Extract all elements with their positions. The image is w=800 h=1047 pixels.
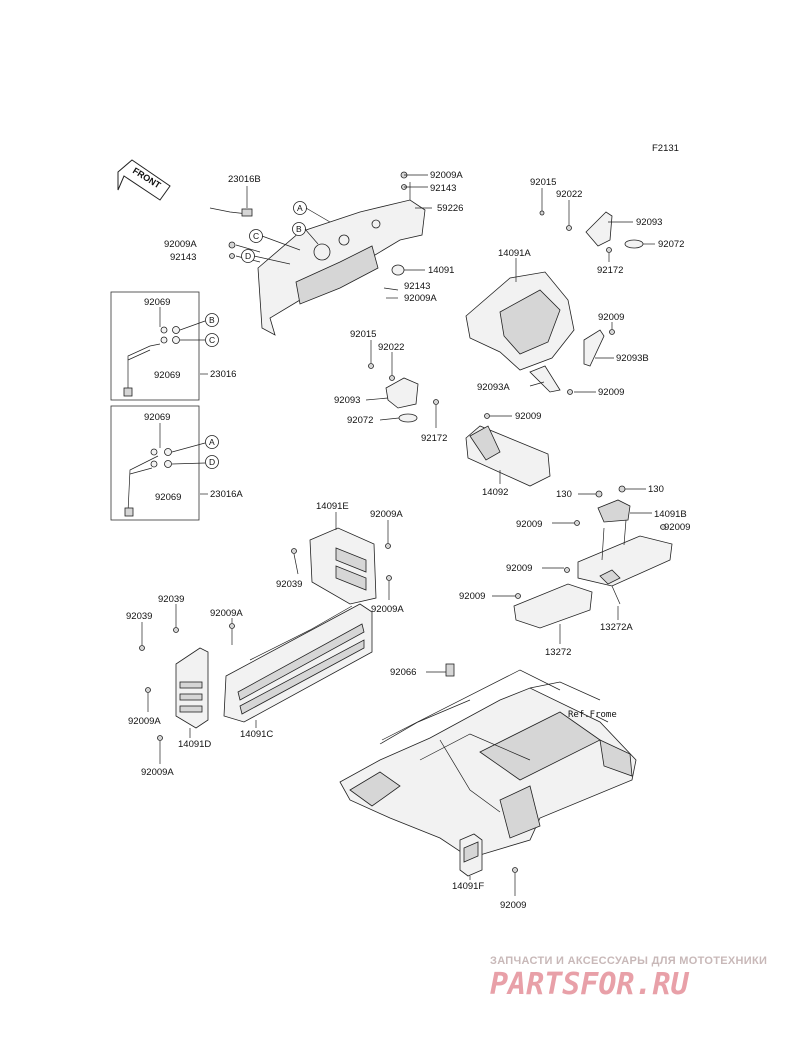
label-92022: 92022 [378,342,404,353]
label-92009a: 92009A [164,239,197,250]
label-92172: 92172 [421,433,447,444]
label-92072: 92072 [658,239,684,250]
label-92093: 92093 [334,395,360,406]
label-130: 130 [648,484,664,495]
marker-a-dash: A [293,201,331,223]
label-92039: 92039 [276,579,302,590]
dash-panel-59226 [257,182,432,336]
label-92009a: 92009A [210,608,243,619]
plate-13272a [577,519,673,605]
svg-text:A: A [297,203,303,213]
label-92093b: 92093B [616,353,649,364]
cap-14091 [391,264,405,276]
label-92009: 92009 [664,522,690,533]
label-23016b: 23016B [228,174,261,185]
cover-14091a [465,258,615,395]
label-92009: 92009 [598,387,624,398]
svg-text:D: D [209,457,215,467]
label-130: 130 [556,489,572,500]
label-59226: 59226 [437,203,463,214]
label-92009a: 92009A [371,604,404,615]
label-92093: 92093 [636,217,662,228]
label-92143: 92143 [170,252,196,263]
svg-text:B: B [209,315,215,325]
label-92039: 92039 [126,611,152,622]
label-92066: 92066 [390,667,416,678]
bracket-92093-center [365,340,439,428]
marker-a-inset: A [171,435,219,453]
label-92069: 92069 [154,370,180,381]
label-13272a: 13272A [600,622,633,633]
cover-14091b [552,485,666,530]
watermark-brand: PARTSFOR.RU [490,967,690,1002]
label-92069: 92069 [144,297,170,308]
label-23016a: 23016A [210,489,243,500]
label-13272: 13272 [545,647,571,658]
label-14091d: 14091D [178,739,211,750]
svg-text:D: D [245,251,251,261]
watermark-tagline: ЗАПЧАСТИ И АКСЕССУАРЫ ДЛЯ МОТОТЕХНИКИ [490,955,767,967]
svg-text:A: A [209,437,215,447]
plate-13272 [492,567,593,644]
frame-assembly [339,669,637,859]
label-92069: 92069 [155,492,181,503]
ref-frame-label: Ref.Frome [568,710,617,720]
cable-23016a [124,448,172,517]
marker-b-inset: B [179,313,219,331]
label-92009: 92009 [516,519,542,530]
bracket-92066 [426,663,455,677]
label-92022: 92022 [556,189,582,200]
cover-14091f [459,833,518,896]
label-92072: 92072 [347,415,373,426]
inset-23016 [110,291,200,401]
label-23016: 23016 [210,369,236,380]
marker-c-dash: C [249,229,301,251]
svg-text:C: C [253,231,259,241]
label-92093a: 92093A [477,382,510,393]
label-92009a: 92009A [404,293,437,304]
marker-c-inset: C [180,333,219,347]
marker-d-inset: D [171,455,219,469]
marker-d-dash: D [241,249,291,265]
label-92009a: 92009A [370,509,403,520]
label-92015: 92015 [350,329,376,340]
bracket-92093-right [539,188,655,262]
figure-code: F2131 [652,143,679,154]
cover-14092 [465,413,551,487]
svg-text:C: C [209,335,215,345]
label-92009: 92009 [598,312,624,323]
label-92015: 92015 [530,177,556,188]
cable-23016 [123,326,180,397]
label-92143: 92143 [404,281,430,292]
label-92009: 92009 [459,591,485,602]
marker-b-dash: B [292,222,319,245]
cover-14091c [223,603,373,728]
label-14091a: 14091A [498,248,531,259]
label-14091b: 14091B [654,509,687,520]
label-92009: 92009 [515,411,541,422]
label-92069: 92069 [144,412,170,423]
label-92143: 92143 [430,183,456,194]
label-14091: 14091 [428,265,454,276]
cover-14091e [291,512,392,605]
label-92172: 92172 [597,265,623,276]
label-14092: 14092 [482,487,508,498]
svg-text:B: B [296,224,302,234]
label-14091f: 14091F [452,881,484,892]
label-14091e: 14091E [316,501,349,512]
label-92039: 92039 [158,594,184,605]
cable-23016b [209,186,253,217]
front-arrow-icon: FRONT [117,159,171,201]
label-92009a: 92009A [141,767,174,778]
label-92009a: 92009A [128,716,161,727]
label-92009: 92009 [506,563,532,574]
label-14091c: 14091C [240,729,273,740]
label-92009: 92009 [500,900,526,911]
cover-14091d [139,604,209,764]
label-92009a: 92009A [430,170,463,181]
